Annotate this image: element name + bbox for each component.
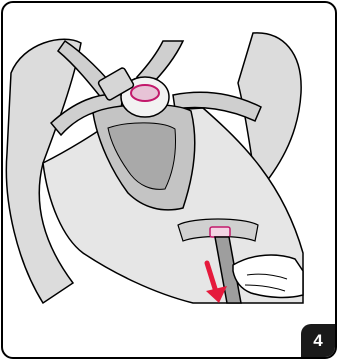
step-badge: 4 (301, 324, 335, 357)
car-seat-illustration (3, 3, 335, 357)
adjuster-button-icon (210, 227, 230, 237)
buckle-button (131, 85, 159, 101)
